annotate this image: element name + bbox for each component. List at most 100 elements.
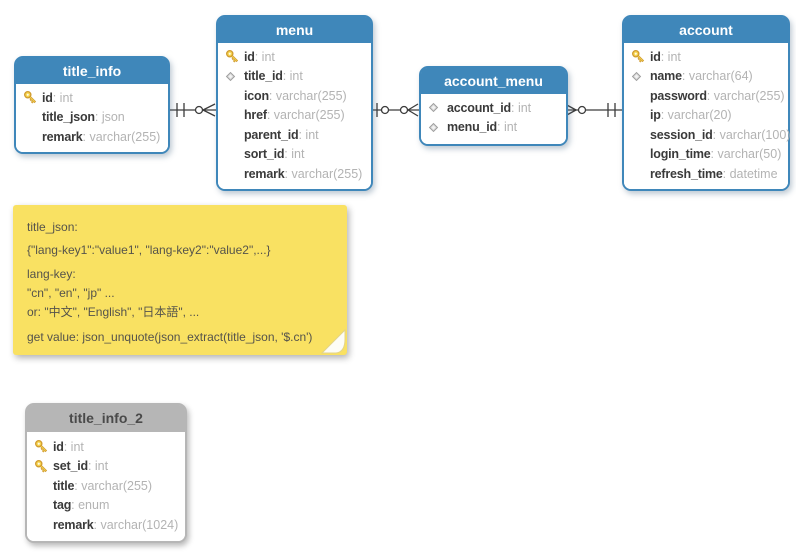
field-name: remark	[244, 166, 285, 181]
table-title_info[interactable]: title_info idinttitle_jsonjsonremarkvarc…	[14, 56, 170, 154]
folded-corner-icon	[320, 328, 346, 354]
field-row[interactable]: refresh_timedatetime	[629, 164, 783, 184]
field-name: name	[650, 69, 682, 84]
field-name: href	[244, 108, 267, 123]
field-type: int	[283, 69, 303, 83]
table-body: idinttitle_idinticonvarchar(255)hrefvarc…	[218, 43, 371, 189]
relationship-account_menu-account[interactable]	[564, 94, 622, 126]
field-name: id	[53, 439, 64, 454]
field-row[interactable]: titlevarchar(255)	[32, 476, 180, 496]
table-title: title_info_2	[69, 410, 143, 426]
key-icon	[21, 90, 42, 105]
field-name: tag	[53, 498, 72, 513]
field-row[interactable]: iconvarchar(255)	[223, 86, 366, 106]
field-row[interactable]: tagenum	[32, 496, 180, 516]
field-row[interactable]: remarkvarchar(255)	[223, 164, 366, 184]
field-row[interactable]: account_idint	[426, 98, 561, 118]
diamond-icon	[629, 71, 650, 82]
diamond-icon	[426, 122, 447, 133]
table-header[interactable]: title_info	[16, 58, 168, 84]
field-row[interactable]: session_idvarchar(100)	[629, 125, 790, 145]
field-name: title	[53, 478, 75, 493]
field-name: icon	[244, 88, 269, 103]
key-icon	[32, 459, 53, 474]
field-row[interactable]: set_idint	[32, 457, 180, 477]
field-type: json	[95, 110, 125, 124]
field-row[interactable]: remarkvarchar(255)	[21, 127, 163, 147]
field-name: account_id	[447, 100, 511, 115]
field-type: varchar(255)	[285, 167, 362, 181]
field-row[interactable]: passwordvarchar(255)	[629, 86, 785, 106]
field-name: login_time	[650, 147, 711, 162]
field-row[interactable]: login_timevarchar(50)	[629, 145, 783, 165]
table-title: menu	[275, 22, 314, 38]
field-type: varchar(64)	[682, 69, 753, 83]
field-row[interactable]: idint	[629, 47, 783, 67]
field-row[interactable]: hrefvarchar(255)	[223, 106, 366, 126]
field-type: int	[661, 50, 681, 64]
note-line: {"lang-key1":"value1", "lang-key2":"valu…	[27, 243, 271, 257]
field-row[interactable]: parent_idint	[223, 125, 366, 145]
field-type: varchar(100)	[713, 128, 791, 142]
key-icon	[223, 49, 244, 64]
table-account_menu[interactable]: account_menu account_idintmenu_idint	[419, 66, 568, 146]
field-row[interactable]: menu_idint	[426, 118, 561, 138]
relationship-title_info-menu[interactable]	[166, 94, 216, 126]
field-type: int	[255, 50, 275, 64]
table-header[interactable]: account_menu	[421, 68, 566, 94]
table-body: account_idintmenu_idint	[421, 94, 566, 144]
field-row[interactable]: idint	[21, 88, 163, 108]
field-name: id	[42, 90, 53, 105]
field-name: menu_id	[447, 120, 497, 135]
table-account[interactable]: account idintnamevarchar(64)passwordvarc…	[622, 15, 790, 191]
table-body: idintnamevarchar(64)passwordvarchar(255)…	[624, 43, 790, 189]
table-header[interactable]: account	[624, 17, 788, 43]
note-line: or: "中文", "English", "日本語", ...	[27, 305, 200, 319]
field-name: session_id	[650, 127, 713, 142]
field-name: parent_id	[244, 127, 299, 142]
table-title_info_2[interactable]: title_info_2 idintset_idinttitlevarchar(…	[25, 403, 187, 543]
table-header[interactable]: title_info_2	[27, 405, 185, 432]
note-line: "cn", "en", "jp" ...	[27, 286, 115, 300]
field-name: set_id	[53, 459, 88, 474]
field-type: int	[88, 459, 108, 473]
field-type: varchar(255)	[269, 89, 347, 103]
sticky-note[interactable]: title_json: {"lang-key1":"value1", "lang…	[13, 205, 347, 355]
field-row[interactable]: title_idint	[223, 67, 366, 87]
field-type: datetime	[723, 167, 778, 181]
field-type: varchar(1024)	[94, 518, 178, 532]
field-name: id	[244, 49, 255, 64]
key-icon	[32, 439, 53, 454]
field-type: int	[64, 440, 84, 454]
field-type: int	[511, 101, 531, 115]
note-line: lang-key:	[27, 267, 76, 281]
field-type: varchar(20)	[661, 108, 732, 122]
field-type: varchar(255)	[74, 479, 152, 493]
table-title: title_info	[62, 63, 122, 79]
key-icon	[629, 49, 650, 64]
field-name: password	[650, 88, 707, 103]
table-body: idintset_idinttitlevarchar(255)tagenumre…	[27, 432, 185, 541]
field-row[interactable]: namevarchar(64)	[629, 67, 783, 87]
table-body: idinttitle_jsonjsonremarkvarchar(255)	[16, 84, 168, 152]
field-type: int	[53, 91, 73, 105]
field-name: refresh_time	[650, 166, 723, 181]
field-row[interactable]: idint	[32, 437, 180, 457]
field-type: varchar(255)	[83, 130, 160, 144]
relationship-menu-account_menu[interactable]	[369, 94, 419, 126]
field-name: title_json	[42, 110, 95, 125]
field-row[interactable]: ipvarchar(20)	[629, 106, 783, 126]
field-row[interactable]: remarkvarchar(1024)	[32, 515, 180, 535]
table-menu[interactable]: menu idinttitle_idinticonvarchar(255)hre…	[216, 15, 373, 191]
field-row[interactable]: title_jsonjson	[21, 108, 163, 128]
field-type: int	[298, 128, 318, 142]
field-type: enum	[71, 498, 109, 512]
field-row[interactable]: idint	[223, 47, 366, 67]
table-header[interactable]: menu	[218, 17, 371, 43]
table-title: account	[679, 22, 733, 38]
diamond-icon	[426, 102, 447, 113]
table-title: account_menu	[444, 73, 543, 89]
field-row[interactable]: sort_idint	[223, 145, 366, 165]
field-name: sort_id	[244, 147, 285, 162]
